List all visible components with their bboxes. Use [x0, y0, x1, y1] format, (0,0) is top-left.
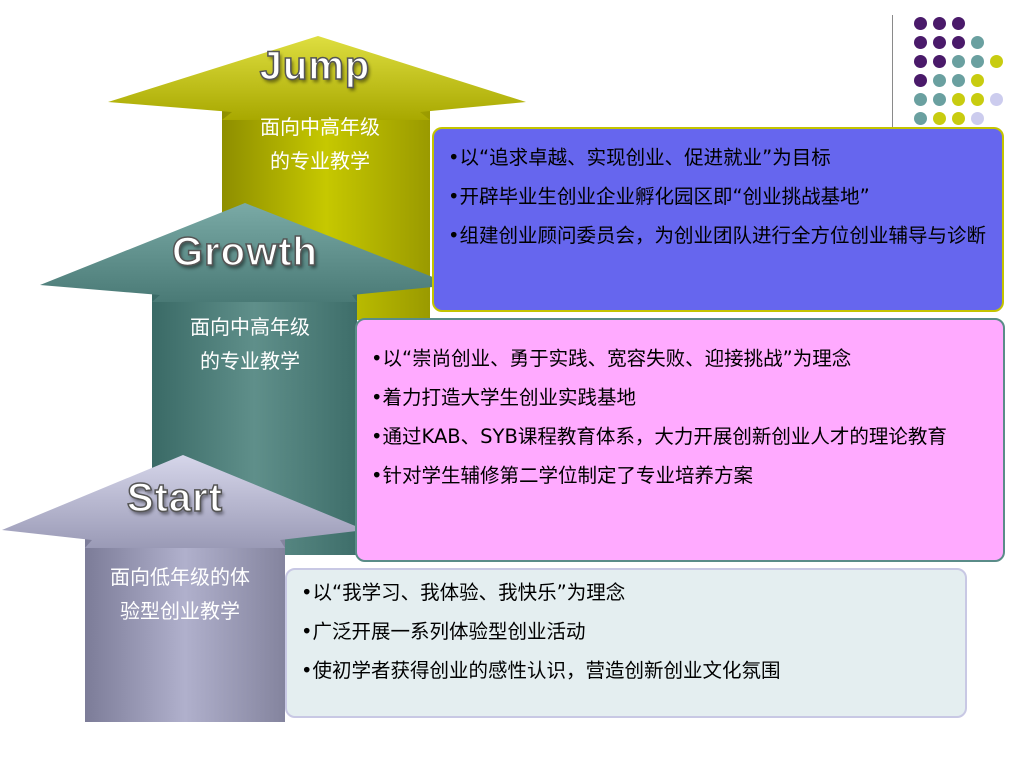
jump-bullet: •以“追求卓越、实现创业、促进就业”为目标 [448, 146, 831, 169]
dot [933, 74, 946, 87]
dot [971, 55, 984, 68]
dot [952, 36, 965, 49]
dot [933, 93, 946, 106]
dot [952, 74, 965, 87]
dot [971, 112, 984, 125]
dot [933, 55, 946, 68]
dot [971, 36, 984, 49]
start-subtitle: 面向低年级的体 验型创业教学 [82, 560, 278, 628]
dot [990, 93, 1003, 106]
dot [971, 74, 984, 87]
dot [933, 112, 946, 125]
growth-bullet: •以“崇尚创业、勇于实践、宽容失败、迎接挑战”为理念 [371, 347, 852, 370]
jump-subtitle: 面向中高年级 的专业教学 [222, 110, 418, 178]
dot [914, 36, 927, 49]
dot [914, 55, 927, 68]
dot [952, 17, 965, 30]
dot [990, 55, 1003, 68]
jump-bullet: •开辟毕业生创业企业孵化园区即“创业挑战基地” [448, 185, 870, 208]
dot [933, 36, 946, 49]
start-bullet: •广泛开展一系列体验型创业活动 [301, 620, 586, 643]
dot [933, 17, 946, 30]
start-subtitle-line2: 验型创业教学 [120, 599, 240, 623]
dot [952, 55, 965, 68]
start-bullet: •使初学者获得创业的感性认识，营造创新创业文化氛围 [301, 659, 781, 682]
growth-title: Growth [171, 229, 318, 275]
jump-box: •以“追求卓越、实现创业、促进就业”为目标 •开辟毕业生创业企业孵化园区即“创业… [432, 127, 1004, 312]
start-bullet: •以“我学习、我体验、我快乐”为理念 [301, 581, 626, 604]
start-arrow [2, 455, 365, 722]
dot [914, 112, 927, 125]
dot [914, 17, 927, 30]
start-title: Start [126, 475, 224, 521]
growth-bullet: •针对学生辅修第二学位制定了专业培养方案 [371, 464, 754, 487]
start-box: •以“我学习、我体验、我快乐”为理念 •广泛开展一系列体验型创业活动 •使初学者… [285, 568, 967, 718]
growth-subtitle-line1: 面向中高年级 [190, 315, 310, 339]
dot [952, 112, 965, 125]
growth-bullet: •着力打造大学生创业实践基地 [371, 386, 637, 409]
jump-bullet: •组建创业顾问委员会，为创业团队进行全方位创业辅导与诊断 [448, 224, 987, 247]
growth-box: •以“崇尚创业、勇于实践、宽容失败、迎接挑战”为理念 •着力打造大学生创业实践基… [355, 318, 1005, 562]
jump-subtitle-line1: 面向中高年级 [260, 115, 380, 139]
dot [971, 93, 984, 106]
growth-subtitle-line2: 的专业教学 [200, 349, 300, 373]
jump-title: Jump [259, 43, 371, 89]
divider-line [892, 15, 893, 190]
start-subtitle-line1: 面向低年级的体 [110, 565, 250, 589]
dot [914, 74, 927, 87]
growth-bullet: •通过KAB、SYB课程教育体系，大力开展创新创业人才的理论教育 [371, 425, 947, 448]
dot [952, 93, 965, 106]
jump-subtitle-line2: 的专业教学 [270, 149, 370, 173]
dot [914, 93, 927, 106]
growth-subtitle: 面向中高年级 的专业教学 [152, 310, 348, 378]
